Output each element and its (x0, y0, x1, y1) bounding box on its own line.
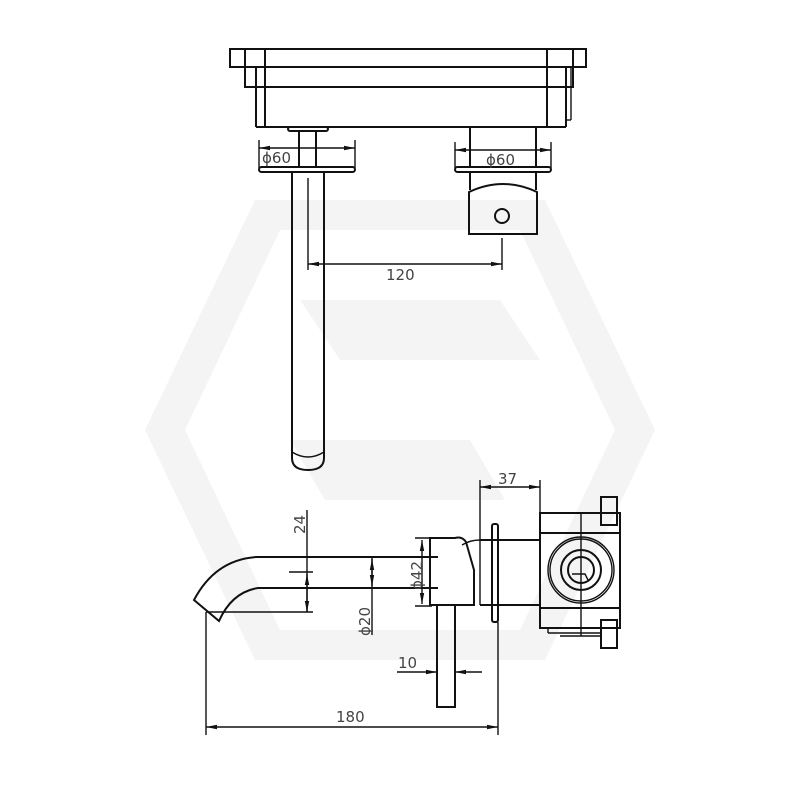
dim-center-distance: 120 (307, 178, 503, 284)
side-view: 24 ϕ20 ϕ42 37 10 (192, 470, 621, 735)
dim-spout-height: 24 (289, 510, 313, 612)
dim-label-spout-height: 24 (291, 515, 309, 534)
dim-spout-plate: ϕ60 (258, 140, 356, 168)
dim-label-spout-plate: ϕ60 (262, 149, 291, 167)
valve-housing-side (539, 496, 621, 649)
dim-label-center-distance: 120 (386, 266, 415, 284)
spout-side (192, 556, 438, 623)
dim-label-mixer-plate: ϕ60 (486, 151, 515, 169)
dim-label-overall-length: 180 (336, 708, 365, 726)
dim-spout-diameter: ϕ20 (356, 557, 375, 636)
mixer-top (454, 127, 552, 235)
dim-label-handle-width: 10 (398, 654, 417, 672)
dim-mixer-plate: ϕ60 (454, 142, 552, 169)
dim-body-diameter: ϕ42 (408, 537, 432, 607)
dim-label-body-diameter: ϕ42 (408, 561, 426, 590)
dim-body-depth: 37 (479, 470, 541, 540)
mixer-body-side (429, 523, 540, 708)
top-view: ϕ60 ϕ60 120 (229, 48, 587, 472)
dim-label-body-depth: 37 (498, 470, 517, 488)
wall-body-top (229, 48, 587, 128)
dim-handle-width: 10 (397, 654, 482, 675)
watermark-logo (145, 200, 655, 660)
spout-top (258, 126, 356, 472)
dim-overall-length: 180 (205, 612, 499, 735)
dim-label-spout-diameter: ϕ20 (356, 607, 374, 636)
